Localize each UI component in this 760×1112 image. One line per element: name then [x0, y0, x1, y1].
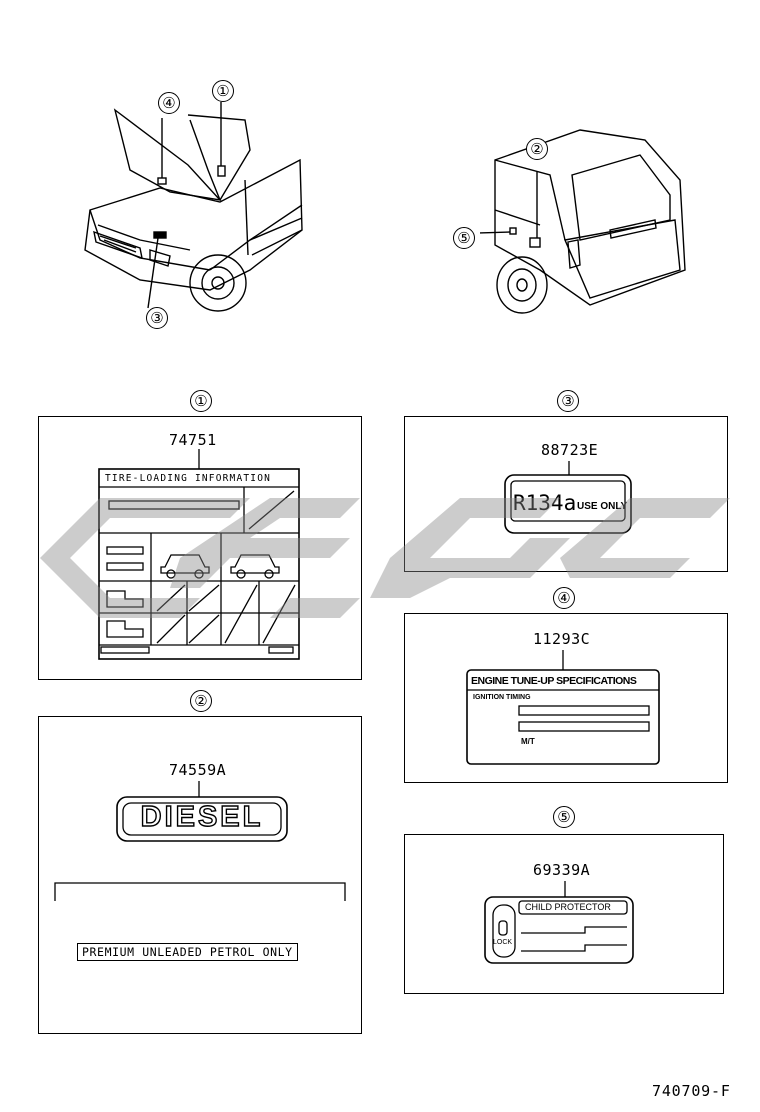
callout-4: ④: [553, 587, 575, 609]
callout-3: ③: [557, 390, 579, 412]
diesel-badge: DIESEL: [140, 800, 264, 833]
callout-2-rear: ②: [526, 138, 548, 160]
callout-2: ②: [190, 690, 212, 712]
panel-74559A: 74559A DIESEL PREMIUM UNLEADED PETROL ON…: [38, 716, 362, 1034]
diagram-code: 740709-F: [652, 1082, 731, 1100]
tuneup-title: ENGINE TUNE-UP SPECIFICATIONS: [471, 675, 637, 687]
panel-11293C: 11293C ENGINE TUNE-UP SPECIFICATIONS IGN…: [404, 613, 728, 783]
part-number: 74751: [169, 431, 217, 449]
tire-loading-label: [98, 449, 300, 660]
callout-1-front: ①: [212, 80, 234, 102]
callout-4-front: ④: [158, 92, 180, 114]
use-only-text: USE ONLY: [577, 501, 628, 512]
lock-text: LOCK: [493, 939, 513, 946]
part-number: 11293C: [533, 630, 591, 648]
child-protector-title: CHILD PROTECTOR: [525, 902, 611, 912]
callout-3-front: ③: [146, 307, 168, 329]
part-number: 88723E: [541, 441, 599, 459]
part-number: 74559A: [169, 761, 227, 779]
mt-text: M/T: [521, 737, 535, 746]
callout-1: ①: [190, 390, 212, 412]
panel-88723E: 88723E R134a USE ONLY: [404, 416, 728, 572]
callout-5-rear: ⑤: [453, 227, 475, 249]
label-title: TIRE-LOADING INFORMATION: [105, 473, 272, 484]
panel-69339A: 69339A CHILD PROTECTOR LOCK: [404, 834, 724, 994]
panel-74751: 74751: [38, 416, 362, 680]
front-vehicle-illustration: [70, 80, 310, 340]
refrigerant-text: R134a: [513, 491, 577, 515]
rear-vehicle-illustration: [480, 120, 700, 320]
part-number: 69339A: [533, 861, 591, 879]
callout-5: ⑤: [553, 806, 575, 828]
petrol-sticker: PREMIUM UNLEADED PETROL ONLY: [77, 943, 298, 961]
ignition-timing-text: IGNITION TIMING: [473, 694, 531, 701]
